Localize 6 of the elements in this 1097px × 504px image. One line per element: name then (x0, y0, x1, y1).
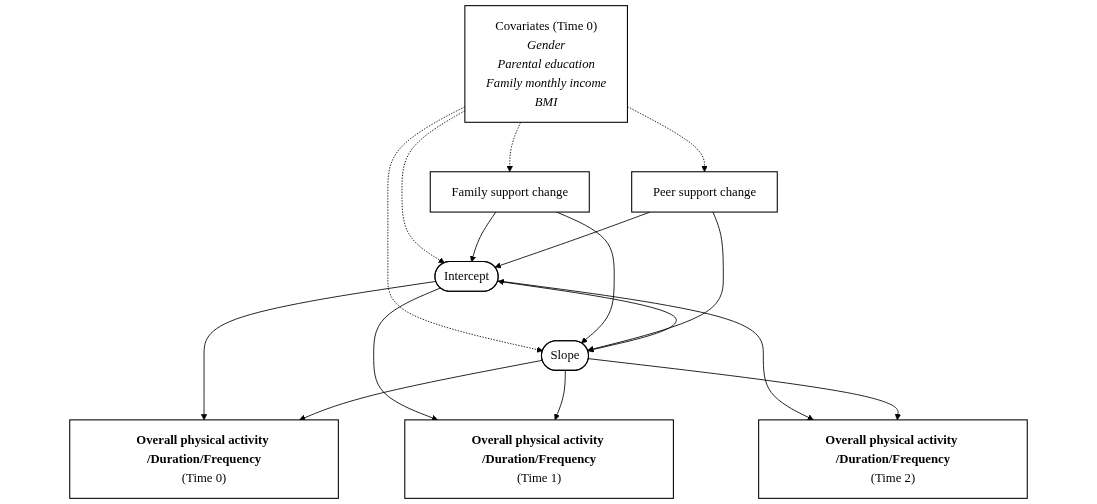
node-box: Overall physical activity /Duration/Frequency (Time 0) (69, 419, 339, 499)
node-box: Family support change (429, 171, 590, 213)
node-box: Covariates (Time 0) Gender Parental education Family monthly income BMI (464, 5, 628, 123)
node-box: Overall physical activity /Duration/Frequency (Time 1) (404, 419, 674, 499)
node-box: Peer support change (631, 171, 778, 213)
node-box: Overall physical activity /Duration/Frequency (Time 2) (758, 419, 1028, 499)
